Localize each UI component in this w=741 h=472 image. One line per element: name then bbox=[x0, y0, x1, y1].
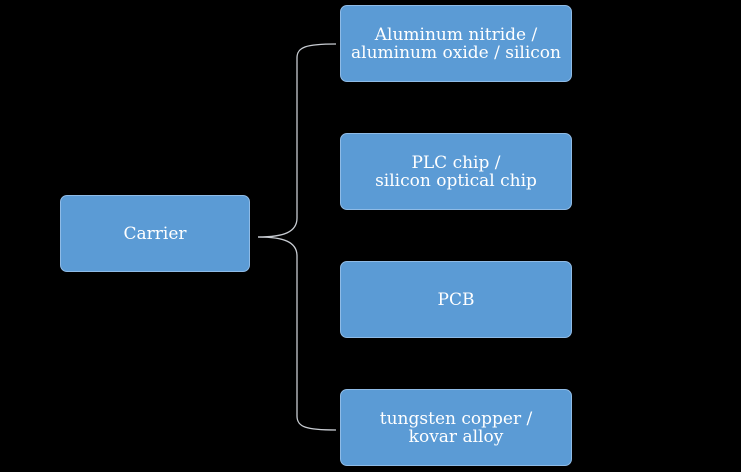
connector-to-node-4 bbox=[257, 236, 337, 431]
node-plc-chip-line-2: silicon optical chip bbox=[375, 170, 537, 191]
connector-to-node-1 bbox=[257, 43, 337, 238]
node-carrier-label: Carrier bbox=[123, 223, 187, 244]
node-pcb-line-1: PCB bbox=[437, 289, 475, 310]
node-plc-chip-text: PLC chip / silicon optical chip bbox=[375, 154, 537, 190]
node-aluminum-nitride-text: Aluminum nitride / aluminum oxide / sili… bbox=[351, 26, 561, 62]
node-pcb: PCB bbox=[340, 261, 572, 338]
node-carrier: Carrier bbox=[60, 195, 250, 272]
node-tungsten-copper: tungsten copper / kovar alloy bbox=[340, 389, 572, 466]
node-tungsten-copper-line-2: kovar alloy bbox=[408, 426, 504, 447]
node-tungsten-copper-line-1: tungsten copper / bbox=[379, 408, 533, 429]
node-aluminum-nitride-line-2: aluminum oxide / silicon bbox=[351, 42, 561, 63]
node-tungsten-copper-text: tungsten copper / kovar alloy bbox=[380, 410, 532, 446]
node-aluminum-nitride-line-1: Aluminum nitride / bbox=[374, 24, 538, 45]
node-plc-chip-line-1: PLC chip / bbox=[411, 152, 501, 173]
node-plc-chip: PLC chip / silicon optical chip bbox=[340, 133, 572, 210]
node-aluminum-nitride: Aluminum nitride / aluminum oxide / sili… bbox=[340, 5, 572, 82]
